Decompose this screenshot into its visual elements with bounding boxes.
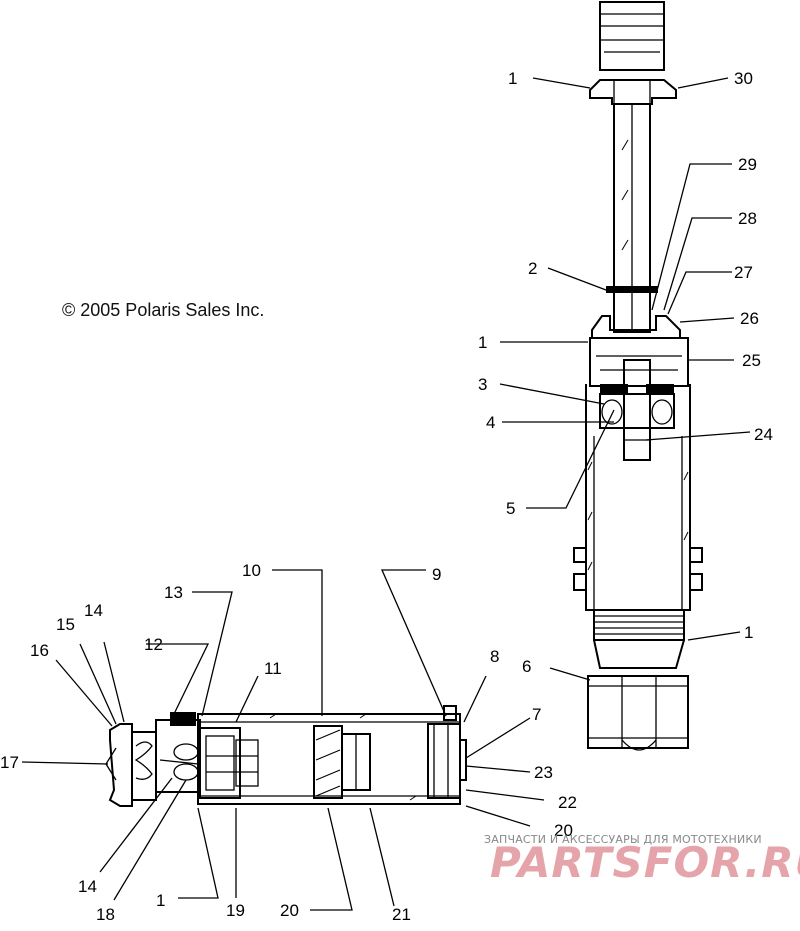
reservoir-spring bbox=[134, 741, 153, 780]
shock-bottom-eyelet bbox=[587, 675, 689, 751]
callout-24: 24 bbox=[754, 425, 773, 444]
shock-lower-threads bbox=[593, 609, 685, 669]
leader-lines bbox=[21, 77, 751, 911]
reservoir-end-cap bbox=[105, 723, 157, 807]
callout-19: 19 bbox=[226, 901, 245, 920]
callout-11: 11 bbox=[264, 659, 282, 678]
shock-body-tube bbox=[573, 384, 703, 611]
shock-piston-assembly bbox=[599, 359, 675, 461]
callout-17: 17 bbox=[0, 753, 19, 772]
reservoir-end-plug bbox=[427, 705, 467, 799]
callout-7: 7 bbox=[532, 705, 541, 724]
shock-rod bbox=[613, 103, 651, 333]
shock-seal-head bbox=[591, 315, 681, 339]
callout-14: 14 bbox=[78, 877, 97, 896]
copyright-notice: © 2005 Polaris Sales Inc. bbox=[62, 300, 265, 320]
reservoir-valve-body bbox=[155, 712, 201, 793]
callout-27: 27 bbox=[734, 263, 753, 282]
callout-4: 4 bbox=[486, 413, 495, 432]
callout-15: 15 bbox=[56, 615, 75, 634]
callout-1: 1 bbox=[508, 69, 517, 88]
callout-6: 6 bbox=[522, 657, 531, 676]
callout-16: 16 bbox=[30, 641, 49, 660]
callout-5: 5 bbox=[506, 499, 515, 518]
callout-29: 29 bbox=[738, 155, 757, 174]
callout-20: 20 bbox=[280, 901, 299, 920]
callout-12: 12 bbox=[144, 635, 163, 654]
callout-18: 18 bbox=[96, 905, 115, 924]
callout-21: 21 bbox=[392, 905, 411, 924]
reservoir-floating-piston bbox=[313, 725, 371, 799]
callout-22: 22 bbox=[558, 793, 577, 812]
callout-3: 3 bbox=[478, 375, 487, 394]
callout-1: 1 bbox=[744, 623, 753, 642]
watermark-tagline: ЗАПЧАСТИ И АКСЕССУАРЫ ДЛЯ МОТОТЕХНИКИ bbox=[484, 833, 762, 846]
callout-1: 1 bbox=[156, 891, 165, 910]
callout-10: 10 bbox=[242, 561, 261, 580]
callout-14: 14 bbox=[84, 601, 103, 620]
callout-28: 28 bbox=[738, 209, 757, 228]
callout-labels: 1 30 29 28 2 27 26 1 25 3 4 24 5 10 9 13… bbox=[0, 69, 773, 924]
watermark-logo: PARTSFOR.RU bbox=[490, 838, 800, 887]
callout-25: 25 bbox=[742, 351, 761, 370]
reservoir-inner-valve bbox=[199, 727, 259, 799]
callout-23: 23 bbox=[534, 763, 553, 782]
shock-top-eyelet bbox=[599, 1, 665, 71]
shock-top-cap bbox=[589, 79, 677, 105]
shock-reservoir-upper bbox=[589, 337, 689, 387]
callout-8: 8 bbox=[490, 647, 499, 666]
callout-30: 30 bbox=[734, 69, 753, 88]
rod-band-2 bbox=[606, 286, 658, 293]
callout-2: 2 bbox=[528, 259, 537, 278]
callout-26: 26 bbox=[740, 309, 759, 328]
callout-20: 20 bbox=[554, 821, 573, 840]
callout-13: 13 bbox=[164, 583, 183, 602]
callout-9: 9 bbox=[432, 565, 441, 584]
callout-1: 1 bbox=[478, 333, 487, 352]
